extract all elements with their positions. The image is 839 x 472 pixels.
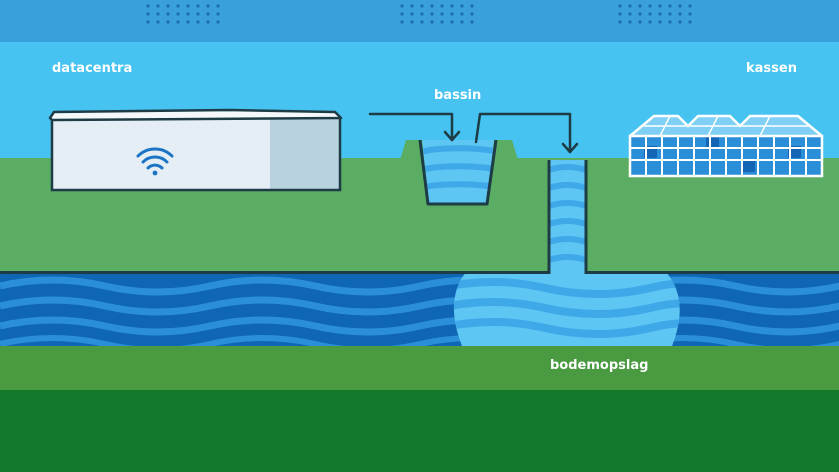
dots-left (146, 4, 220, 24)
well-shaft (549, 160, 586, 276)
soil-lower (0, 390, 839, 472)
dots-right (618, 4, 692, 24)
datacenter-roof (48, 108, 343, 122)
label-aquifer: bodemopslag (550, 358, 649, 373)
wifi-icon (136, 147, 174, 176)
dots-middle (400, 4, 474, 24)
aquifer-storage-zone (453, 272, 680, 346)
greenhouse-icon (628, 114, 824, 178)
label-basin: bassin (434, 88, 482, 103)
soil-upper (0, 346, 839, 390)
aquifer-water-layer (0, 272, 839, 346)
label-greenhouses: kassen (746, 61, 797, 76)
flow-arrow-to-well (474, 112, 579, 154)
well-shaft-outline (547, 160, 588, 274)
basin-outline (418, 139, 498, 206)
flow-arrow-to-basin (368, 112, 461, 142)
label-datacenters: datacentra (52, 61, 133, 76)
sky-top-band (0, 0, 839, 42)
datacenter-building (48, 108, 343, 192)
